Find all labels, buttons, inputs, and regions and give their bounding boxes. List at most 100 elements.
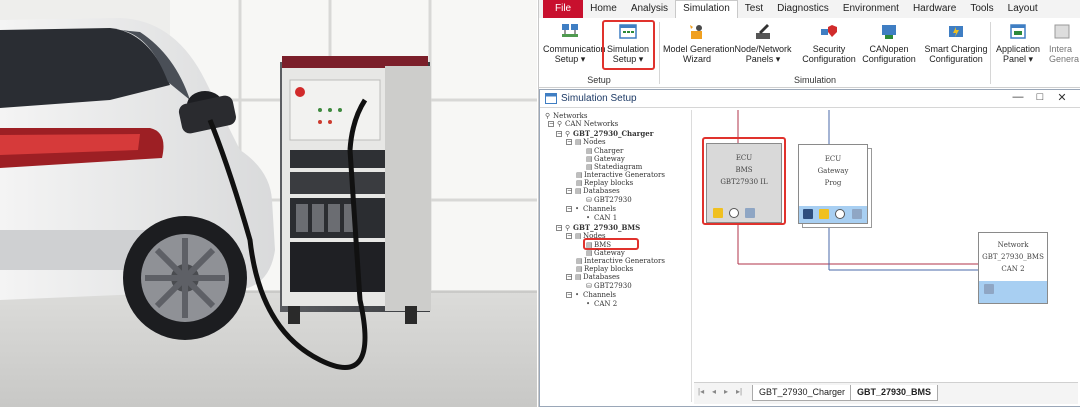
collapse-icon[interactable]: −: [566, 273, 573, 280]
database-icon: ▤: [575, 187, 582, 195]
node-network-label-2: Panels ▾: [745, 54, 781, 64]
tree-node-bms-interactive[interactable]: ▤Interactive Generators: [576, 257, 665, 265]
pencil-icon[interactable]: [819, 209, 830, 219]
menu-hardware[interactable]: Hardware: [912, 3, 957, 14]
tree-node-bms-replay[interactable]: ▤Replay blocks: [576, 265, 634, 273]
tab-gbt-27930-charger[interactable]: GBT_27930_Charger: [752, 385, 853, 401]
bms-node-highlight: [583, 238, 639, 250]
clock-icon[interactable]: [835, 209, 846, 219]
tree-node-statediagram[interactable]: ▤Statediagram: [586, 163, 643, 171]
communication-setup-label-2: Setup ▾: [554, 54, 586, 64]
application-panel-icon: [1010, 24, 1026, 39]
tree-node-charger-network[interactable]: −⚲GBT_27930_Charger: [556, 129, 654, 138]
menu-tools[interactable]: Tools: [970, 3, 994, 14]
ecu-gateway-node[interactable]: ECU Gateway Prog: [798, 144, 868, 224]
security-shield-icon: [821, 25, 837, 37]
menu-home[interactable]: Home: [590, 3, 617, 14]
collapse-icon[interactable]: −: [566, 187, 573, 194]
collapse-icon[interactable]: −: [566, 232, 573, 239]
model-generation-label-1: Model Generation: [663, 44, 735, 54]
computer-icon[interactable]: [851, 209, 862, 219]
collapse-icon[interactable]: −: [566, 291, 573, 298]
communication-setup-button[interactable]: Communication Setup ▾: [543, 20, 606, 72]
ecu-gateway-toolbar: [799, 206, 867, 223]
collapse-icon[interactable]: −: [548, 120, 555, 127]
tab-first-button[interactable]: |◂: [698, 387, 705, 396]
interactive-generator-label-2: Genera: [1049, 54, 1080, 64]
tree-node-bms-databases[interactable]: −▤Databases: [566, 273, 620, 281]
security-configuration-button[interactable]: Security Configuration: [801, 20, 857, 72]
computer-icon[interactable]: [984, 284, 994, 294]
menu-layout[interactable]: Layout: [1007, 3, 1038, 14]
collapse-icon[interactable]: −: [556, 224, 563, 231]
canopen-label-1: CANopen: [869, 44, 909, 54]
network-tree: ⚲Networks −⚲CAN Networks −⚲GBT_27930_Cha…: [542, 110, 692, 402]
tree-node-bms-channels[interactable]: −•Channels: [566, 291, 617, 299]
tab-gbt-27930-bms[interactable]: GBT_27930_BMS: [850, 385, 939, 401]
pencil-icon[interactable]: [713, 208, 723, 218]
maximize-button[interactable]: □: [1036, 91, 1044, 103]
menu-file[interactable]: File: [543, 0, 584, 18]
channel-icon: •: [586, 214, 591, 222]
tree-node-bms-gateway[interactable]: ▤Gateway: [586, 249, 625, 257]
node-icon: ▤: [586, 147, 593, 155]
node-network-panels-button[interactable]: Node/Network Panels ▾: [733, 20, 793, 72]
collapse-icon[interactable]: −: [556, 130, 563, 137]
tree-node-bms-nodes[interactable]: −▤Nodes: [566, 232, 606, 240]
security-label-1: Security: [812, 44, 846, 54]
collapse-icon[interactable]: −: [566, 205, 573, 212]
channel-icon: •: [575, 291, 580, 299]
menu-test[interactable]: Test: [744, 3, 764, 14]
collapse-icon[interactable]: −: [566, 138, 573, 145]
simulation-window-icon: [619, 24, 637, 39]
menu-analysis[interactable]: Analysis: [630, 3, 669, 14]
tree-node-bms[interactable]: ▤BMS: [586, 241, 612, 249]
simulation-setup-highlight: [602, 20, 655, 70]
network-diagram-canvas: ECU BMS GBT27930 IL ECU Gateway Prog: [694, 110, 1078, 390]
computer-icon[interactable]: [745, 208, 756, 218]
network-can2-node[interactable]: Network GBT_27930_BMS CAN 2: [978, 232, 1048, 304]
menu-diagnostics[interactable]: Diagnostics: [777, 3, 829, 14]
application-panel-button[interactable]: Application Panel ▾: [995, 20, 1041, 72]
ecu-bms-node[interactable]: ECU BMS GBT27930 IL: [706, 143, 782, 223]
tree-node-networks[interactable]: ⚲Networks: [545, 112, 588, 120]
connector-icon[interactable]: [803, 209, 813, 219]
smart-charging-label-1: Smart Charging: [924, 44, 988, 54]
tree-node-bms-network[interactable]: −⚲GBT_27930_BMS: [556, 223, 641, 232]
communication-setup-label-1: Communication: [543, 44, 606, 54]
tree-node-charger-databases[interactable]: −▤Databases: [566, 187, 620, 195]
replay-icon: ▤: [576, 179, 583, 187]
clock-icon[interactable]: [729, 208, 740, 218]
tab-next-button[interactable]: ▸: [724, 387, 729, 396]
menu-environment[interactable]: Environment: [842, 3, 899, 14]
tree-node-can1[interactable]: •CAN 1: [586, 214, 618, 222]
smart-charging-configuration-button[interactable]: Smart Charging Configuration: [923, 20, 989, 72]
replay-icon: ▤: [576, 265, 583, 273]
interactive-generator-button[interactable]: Intera Genera: [1049, 20, 1080, 72]
model-generation-wizard-button[interactable]: Model Generation Wizard: [663, 20, 735, 72]
model-generation-label-2: Wizard: [682, 54, 711, 64]
tree-node-charger-interactive[interactable]: ▤Interactive Generators: [576, 171, 665, 179]
tree-node-can2[interactable]: •CAN 2: [586, 300, 618, 308]
canopen-configuration-button[interactable]: CANopen Configuration: [861, 20, 917, 72]
tree-node-charger[interactable]: ▤Charger: [586, 147, 624, 155]
window-app-icon: [545, 93, 557, 104]
ecu-bms-type: ECU: [735, 154, 753, 162]
tree-node-charger-channels[interactable]: −•Channels: [566, 205, 617, 213]
menu-simulation[interactable]: Simulation: [675, 0, 738, 18]
tree-node-can-networks[interactable]: −⚲CAN Networks: [548, 120, 619, 128]
simulation-setup-button[interactable]: Simulation Setup ▾: [603, 20, 653, 72]
tree-node-charger-gateway[interactable]: ▤Gateway: [586, 155, 625, 163]
group-separator: [990, 22, 991, 84]
minimize-button[interactable]: —: [1012, 91, 1024, 103]
node-icon: ▤: [586, 249, 593, 257]
tree-node-charger-nodes[interactable]: −▤Nodes: [566, 138, 606, 146]
canoe-application: File Home Analysis Simulation Test Diagn…: [538, 0, 1080, 407]
tab-last-button[interactable]: ▸|: [736, 387, 743, 396]
tree-node-bms-db[interactable]: ⛁GBT27930: [586, 282, 632, 290]
tree-node-charger-db[interactable]: ⛁GBT27930: [586, 196, 632, 204]
tree-node-charger-replay[interactable]: ▤Replay blocks: [576, 179, 634, 187]
tab-prev-button[interactable]: ◂: [712, 387, 717, 396]
close-button[interactable]: ✕: [1057, 92, 1067, 104]
